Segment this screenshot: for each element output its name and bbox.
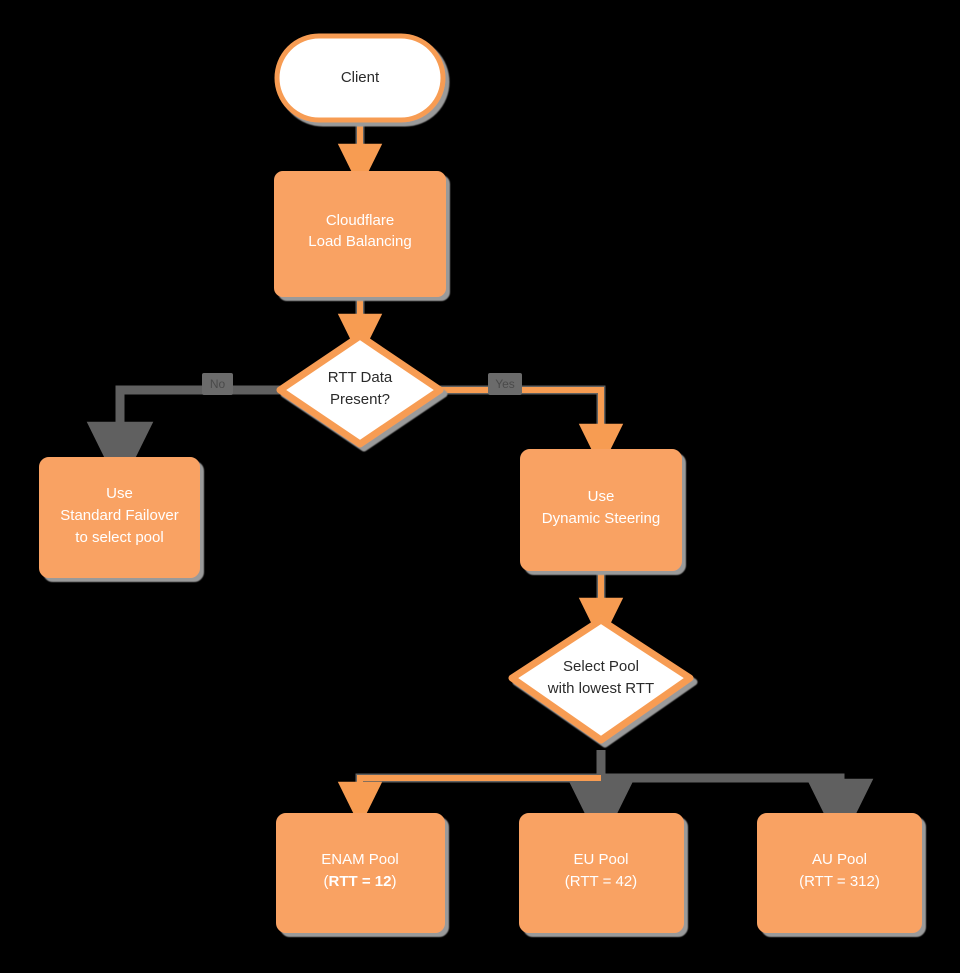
node-eu-pool-line1: EU Pool: [573, 851, 628, 868]
edge-label-layer: No Yes: [202, 373, 522, 395]
node-load-balancing[interactable]: Cloudflare Load Balancing: [274, 171, 446, 297]
node-enam-pool[interactable]: ENAM Pool (RTT = 12): [276, 813, 445, 933]
node-rtt-present-line2: Present?: [330, 391, 390, 408]
node-dynamic-steering-line2: Dynamic Steering: [542, 510, 660, 527]
node-client-label: Client: [341, 69, 380, 86]
node-standard-failover-line2: Standard Failover: [60, 507, 178, 524]
edge-select-to-enam: [337, 773, 601, 827]
node-rtt-present-line1: RTT Data: [328, 369, 393, 386]
node-au-pool[interactable]: AU Pool (RTT = 312): [757, 813, 922, 933]
node-enam-pool-line1: ENAM Pool: [321, 851, 399, 868]
node-enam-pool-paren-close: ): [391, 873, 396, 890]
edge-label-no-text: No: [210, 377, 226, 391]
edge-select-to-au: [601, 773, 874, 847]
node-enam-pool-rtt-value: RTT = 12: [329, 873, 392, 890]
node-eu-pool[interactable]: EU Pool (RTT = 42): [519, 813, 684, 933]
edge-label-no: No: [202, 373, 233, 395]
edge-layer: [86, 120, 874, 847]
node-au-pool-line2: (RTT = 312): [799, 873, 880, 890]
node-standard-failover-line1: Use: [106, 485, 133, 502]
node-enam-pool-line2: (RTT = 12): [324, 873, 397, 890]
node-select-pool-line1: Select Pool: [563, 658, 639, 675]
node-rtt-present[interactable]: RTT Data Present?: [276, 332, 444, 448]
edge-rtt-yes: [438, 385, 624, 469]
edge-label-yes: Yes: [488, 373, 522, 395]
node-select-pool-line2: with lowest RTT: [547, 680, 654, 697]
node-load-balancing-line2: Load Balancing: [308, 233, 411, 250]
node-select-pool[interactable]: Select Pool with lowest RTT: [508, 616, 694, 744]
node-eu-pool-line2: (RTT = 42): [565, 873, 637, 890]
node-dynamic-steering-line1: Use: [588, 488, 615, 505]
node-au-pool-line1: AU Pool: [812, 851, 867, 868]
node-load-balancing-line1: Cloudflare: [326, 212, 394, 229]
node-enam-pool-paren-open: (: [324, 873, 329, 890]
node-standard-failover-line3: to select pool: [75, 529, 163, 546]
node-client[interactable]: Client: [274, 33, 446, 123]
edge-label-yes-text: Yes: [495, 377, 515, 391]
node-standard-failover[interactable]: Use Standard Failover to select pool: [39, 457, 200, 578]
node-dynamic-steering[interactable]: Use Dynamic Steering: [520, 449, 682, 571]
edge-rtt-no: [86, 385, 282, 490]
